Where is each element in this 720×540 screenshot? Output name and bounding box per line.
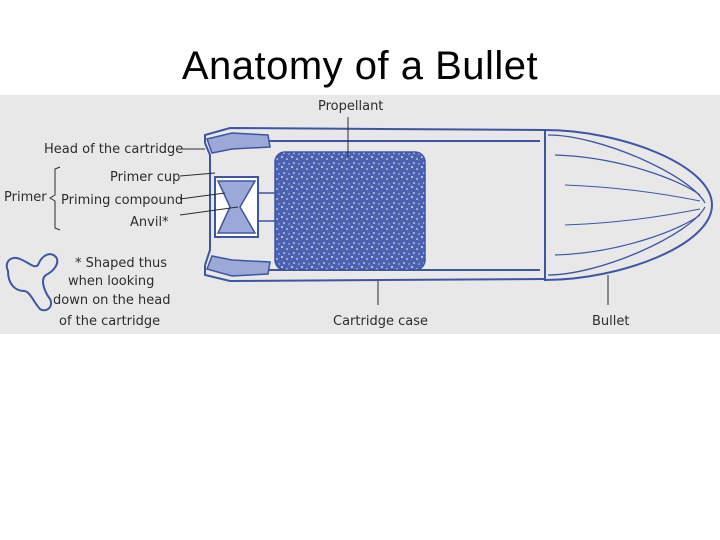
cartridge-rim [206,132,271,277]
bullet [544,128,714,282]
label-primer: Primer [4,190,47,205]
note-line-2: when looking [68,274,154,289]
flash-hole [258,192,275,222]
label-bullet: Bullet [592,314,629,329]
anvil-top-view-icon [5,253,59,312]
propellant-charge [274,151,426,271]
slide-title: Anatomy of a Bullet [181,44,539,88]
cartridge-illustration: Propellant Head of the cartridge Primer … [4,99,714,329]
note-line-3: down on the head [53,293,170,308]
leader-lines [49,117,609,305]
bullet-anatomy-diagram: Propellant Head of the cartridge Primer … [0,95,720,334]
note-line-1: * Shaped thus [75,256,167,271]
label-priming-compound: Priming compound [61,193,183,208]
label-head-of-cartridge: Head of the cartridge [44,142,183,157]
label-cartridge-case: Cartridge case [333,314,428,329]
note-line-4: of the cartridge [59,314,160,329]
label-anvil: Anvil* [130,215,169,230]
label-propellant: Propellant [318,99,383,114]
label-primer-cup: Primer cup [110,170,180,185]
